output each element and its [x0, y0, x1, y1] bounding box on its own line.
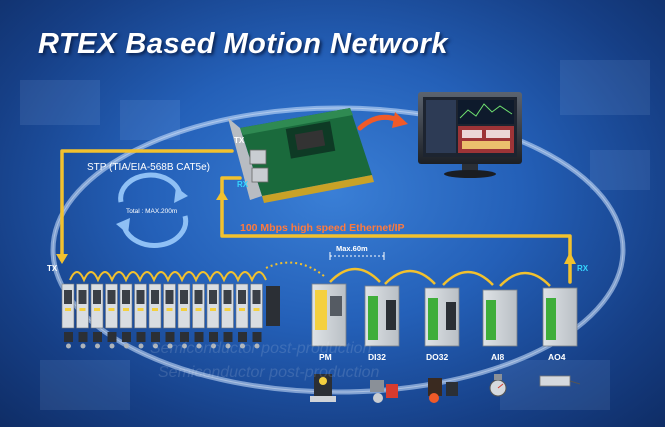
module-label-do32: DO32 [426, 352, 449, 362]
segment-dimension [329, 252, 385, 260]
speed-label: 100 Mbps high speed Ethernet/IP [240, 222, 405, 234]
module-di32 [364, 285, 400, 347]
module-label-ai8: AI8 [491, 352, 505, 362]
module-pm [311, 283, 347, 347]
servo-drive [90, 283, 104, 349]
servo-drive [250, 283, 263, 349]
module-do32 [424, 287, 460, 347]
servo-drive [61, 283, 75, 349]
cable-spec-label: STP (TIA/EIA-568B CAT5e) [87, 162, 211, 173]
servo-drive [76, 283, 89, 349]
card-tx-label: TX [234, 136, 245, 145]
network-orbit [50, 105, 626, 395]
ethernet-links [60, 149, 572, 284]
module-label-pm: PM [319, 352, 332, 362]
servo-drive [177, 283, 191, 349]
servo-drive-rack [61, 283, 280, 349]
loop-arrow-icon [116, 172, 189, 248]
servo-drive [206, 283, 220, 349]
curved-arrow-icon [357, 112, 408, 131]
monitor-icon [418, 92, 522, 178]
dotted-extension [265, 261, 325, 277]
servo-motor-icon [310, 374, 336, 402]
gauge-sensor-icon [489, 374, 507, 397]
servo-drive [148, 283, 162, 349]
servo-drive [134, 283, 147, 349]
end-rx-label: RX [577, 264, 589, 273]
servo-drive [105, 283, 118, 349]
servo-drive [163, 283, 176, 349]
card-rx-arrow-up [216, 190, 228, 200]
rtex-pci-card [228, 108, 374, 203]
segment-length-label: Max.60m [336, 244, 368, 253]
watermark-line-2: Semiconductor post-production [158, 364, 380, 381]
drives-tx-label: TX [47, 264, 58, 273]
module-chain [329, 267, 551, 287]
diagram-title: RTEX Based Motion Network [38, 28, 448, 60]
module-label-di32: DI32 [368, 352, 386, 362]
relay-lamp-icon [428, 378, 458, 403]
module-ai8 [482, 289, 518, 347]
peripheral-devices [310, 374, 581, 403]
watermark-line-1: Semiconductor post-production [150, 340, 372, 357]
card-rx-label: RX [237, 180, 249, 189]
drive-chain [69, 271, 267, 283]
rx-arrow-up [564, 252, 576, 264]
drive-end-block [266, 286, 280, 326]
servo-drive [192, 283, 205, 349]
io-modules [311, 283, 578, 347]
servo-drive [221, 283, 234, 349]
tx-arrow-down [56, 254, 68, 264]
servo-drive [235, 283, 249, 349]
servo-drive [119, 283, 133, 349]
sensor-switch-icon [370, 380, 398, 403]
total-length-label: Total : MAX.200m [126, 208, 178, 215]
module-ao4 [542, 287, 578, 347]
load-cell-icon [539, 375, 581, 387]
module-label-ao4: AO4 [548, 352, 566, 362]
